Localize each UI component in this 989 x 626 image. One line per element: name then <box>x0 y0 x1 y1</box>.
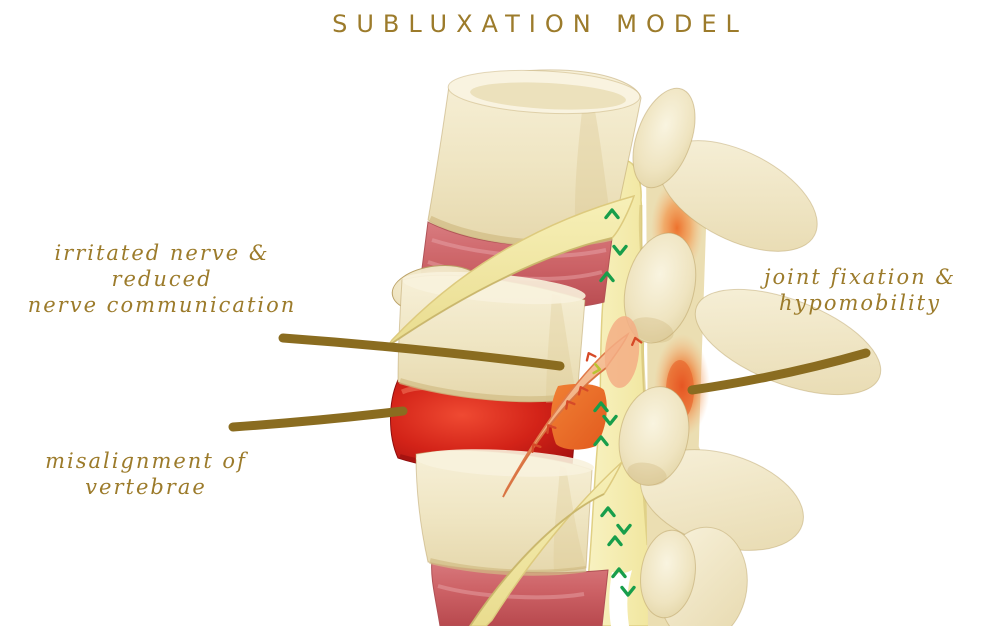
annotation-line: reduced <box>111 267 213 291</box>
leader-line-misalignment <box>228 406 408 432</box>
annotation-line: vertebrae <box>85 475 207 499</box>
annotation-irritated-nerve: irritated nerve & reduced nerve communic… <box>0 240 330 318</box>
annotation-line: hypomobility <box>779 291 941 315</box>
nerve-root-healthy-bottom <box>469 461 623 626</box>
annotation-line: nerve communication <box>27 293 297 317</box>
vertebra-bottom <box>415 449 594 576</box>
spinous-processes <box>640 140 882 626</box>
annotation-line: misalignment of <box>45 449 247 473</box>
nerve-root-healthy-top <box>387 194 636 347</box>
annotation-line: joint fixation & <box>763 265 957 289</box>
annotation-line: irritated nerve & <box>54 241 270 265</box>
articular-processes <box>618 87 697 619</box>
canal-irritated-zone <box>604 316 640 388</box>
annotation-misalignment: misalignment of vertebrae <box>0 448 294 500</box>
diagram-title: SUBLUXATION MODEL <box>332 10 748 38</box>
annotation-joint-fixation: joint fixation & hypomobility <box>728 264 989 316</box>
vertebra-middle <box>397 271 586 403</box>
leader-line-irritated-nerve <box>278 333 565 371</box>
leader-line-joint-fixation <box>687 348 871 395</box>
disc-healthy-bottom <box>431 559 609 626</box>
canal-split-gap <box>609 570 632 626</box>
